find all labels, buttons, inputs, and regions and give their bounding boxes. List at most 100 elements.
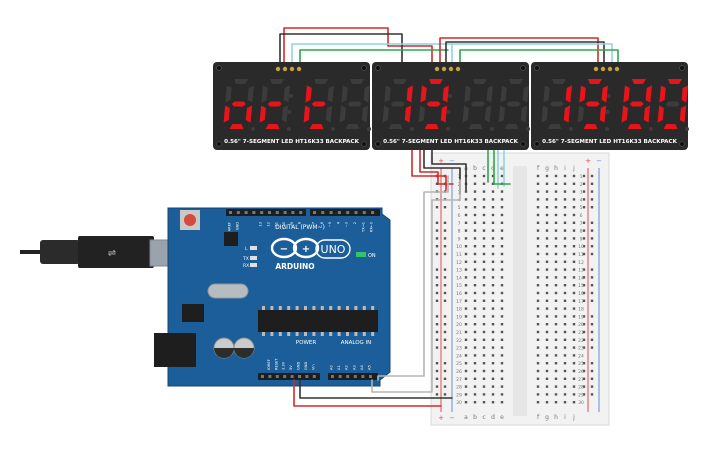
rail-hole[interactable] [435,182,439,185]
rail-hole[interactable] [582,237,586,240]
breadboard-hole[interactable] [563,268,567,271]
breadboard-hole[interactable] [491,307,495,310]
rail-hole[interactable] [435,276,439,279]
rail-hole[interactable] [582,362,586,365]
rail-hole[interactable] [443,369,447,373]
breadboard-hole[interactable] [464,260,468,263]
breadboard-hole[interactable] [500,213,504,217]
breadboard-hole[interactable] [554,401,558,404]
display-pin[interactable] [441,66,447,72]
breadboard-hole[interactable] [473,268,477,271]
breadboard-hole[interactable] [572,245,576,248]
breadboard-hole[interactable] [545,330,549,334]
breadboard-hole[interactable] [491,268,495,271]
breadboard-hole[interactable] [536,369,540,373]
rail-hole[interactable] [582,198,586,201]
breadboard-hole[interactable] [545,252,549,256]
breadboard-hole[interactable] [545,237,549,240]
rail-hole[interactable] [443,229,447,232]
breadboard-hole[interactable] [545,245,549,248]
breadboard-hole[interactable] [572,268,576,271]
breadboard-hole[interactable] [563,369,567,373]
breadboard-hole[interactable] [572,369,576,373]
rail-hole[interactable] [443,252,447,256]
rail-hole[interactable] [582,252,586,256]
breadboard-hole[interactable] [572,284,576,287]
breadboard-hole[interactable] [545,346,549,349]
breadboard-hole[interactable] [491,362,495,365]
breadboard-hole[interactable] [545,299,549,302]
breadboard-hole[interactable] [491,385,495,388]
rail-hole[interactable] [443,377,447,380]
digital-pin-hole[interactable] [244,211,248,214]
breadboard-hole[interactable] [572,362,576,365]
bottom-header-holes[interactable] [261,375,372,378]
breadboard-hole[interactable] [500,221,504,224]
breadboard-hole[interactable] [473,369,477,373]
rail-hole[interactable] [443,330,447,334]
rail-hole[interactable] [435,229,439,232]
breadboard-hole[interactable] [572,206,576,209]
breadboard-hole[interactable] [572,237,576,240]
breadboard-hole[interactable] [536,362,540,365]
breadboard-hole[interactable] [473,385,477,388]
breadboard-hole[interactable] [536,174,540,178]
breadboard-hole[interactable] [500,346,504,349]
breadboard-hole[interactable] [482,221,486,224]
breadboard-hole[interactable] [554,206,558,209]
breadboard-hole[interactable] [473,237,477,240]
rail-hole[interactable] [443,323,447,326]
breadboard-hole[interactable] [473,291,477,295]
breadboard-hole[interactable] [482,268,486,271]
wire-cyan-disp3[interactable] [451,43,613,69]
breadboard-hole[interactable] [536,338,540,341]
digital-pin-hole[interactable] [275,211,279,214]
breadboard-hole[interactable] [500,393,504,396]
breadboard-hole[interactable] [500,401,504,404]
breadboard-hole[interactable] [563,377,567,380]
breadboard-hole[interactable] [572,213,576,217]
digital-pin-hole[interactable] [268,211,271,214]
breadboard-hole[interactable] [482,260,486,263]
rail-hole[interactable] [582,330,586,334]
breadboard-hole[interactable] [482,299,486,302]
breadboard-hole[interactable] [491,401,495,404]
breadboard-hole[interactable] [563,213,567,217]
breadboard-hole[interactable] [491,276,495,279]
breadboard-hole[interactable] [482,346,486,349]
breadboard-hole[interactable] [473,260,477,263]
breadboard-hole[interactable] [536,354,540,357]
breadboard-hole[interactable] [572,315,576,318]
breadboard-hole[interactable] [482,307,486,310]
breadboard-hole[interactable] [482,291,486,295]
display-pin[interactable] [434,66,440,72]
rail-hole[interactable] [582,315,586,318]
rail-hole[interactable] [590,385,594,388]
header-pin-hole[interactable] [283,375,287,378]
reset-button[interactable] [184,214,196,226]
rail-hole[interactable] [435,377,439,380]
breadboard-hole[interactable] [563,338,567,341]
rail-hole[interactable] [590,221,594,224]
breadboard-hole[interactable] [491,174,495,178]
breadboard-hole[interactable] [491,377,495,380]
rail-hole[interactable] [582,206,586,209]
breadboard-hole[interactable] [491,237,495,240]
rail-hole[interactable] [435,299,439,302]
breadboard-hole[interactable] [482,354,486,357]
breadboard-hole[interactable] [554,229,558,232]
breadboard-hole[interactable] [473,377,477,380]
breadboard-hole[interactable] [554,190,558,193]
rail-hole[interactable] [582,284,586,287]
rail-hole[interactable] [590,268,594,271]
breadboard-hole[interactable] [464,213,468,217]
breadboard-hole[interactable] [464,245,468,248]
rail-hole[interactable] [590,323,594,326]
wire-black-down-2[interactable] [431,149,467,191]
breadboard-hole[interactable] [545,291,549,295]
breadboard-hole[interactable] [464,369,468,373]
rail-hole[interactable] [435,291,439,295]
breadboard-hole[interactable] [554,237,558,240]
breadboard-hole[interactable] [482,393,486,396]
display-pin[interactable] [614,66,620,72]
